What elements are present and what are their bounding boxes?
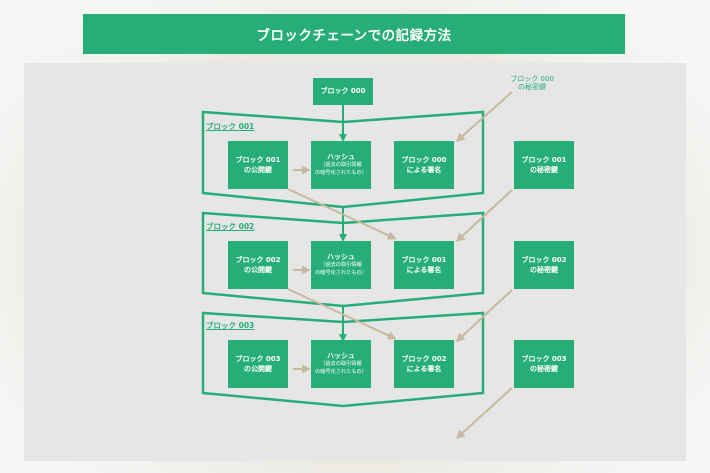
block-002-public-key: ブロック 002 の公開鍵 xyxy=(228,241,288,289)
pub-to-sig-arrow-2 xyxy=(287,288,397,340)
block-001-hash: ハッシュ （過去の取引情報 の暗号化されたもの） xyxy=(311,141,371,189)
pub-to-sig-arrow-1 xyxy=(287,188,397,240)
block-001-public-key: ブロック 001 の公開鍵 xyxy=(228,141,288,189)
block-002-hash: ハッシュ （過去の取引情報 の暗号化されたもの） xyxy=(311,241,371,289)
block-002-signature: ブロック 001 による署名 xyxy=(394,241,454,289)
block-003-signature: ブロック 002 による署名 xyxy=(394,340,454,388)
block-003-hash: ハッシュ （過去の取引情報 の暗号化されたもの） xyxy=(311,340,371,388)
block-003-public-key: ブロック 003 の公開鍵 xyxy=(228,340,288,388)
block-003-secret-key: ブロック 003 の秘密鍵 xyxy=(514,340,574,388)
block-001-label: ブロック 001 xyxy=(206,122,255,131)
secret-to-sig-arrow-0 xyxy=(455,91,513,142)
block-002-label: ブロック 002 xyxy=(206,222,255,231)
block-003-label: ブロック 003 xyxy=(206,321,255,330)
block-002-secret-key: ブロック 002 の秘密鍵 xyxy=(514,241,574,289)
genesis-secret-note: ブロック 000 の秘密鍵 xyxy=(510,75,554,92)
block-001-signature: ブロック 000 による署名 xyxy=(394,141,454,189)
block-001-secret-key: ブロック 001 の秘密鍵 xyxy=(514,141,574,189)
block-000-box: ブロック 000 xyxy=(313,78,373,105)
page-title: ブロックチェーンでの記録方法 xyxy=(83,14,625,54)
secret-to-sig-arrow-2 xyxy=(455,289,513,343)
secret-to-sig-arrow-3 xyxy=(455,387,513,440)
block-000-label: ブロック 000 xyxy=(320,87,366,96)
secret-to-sig-arrow-1 xyxy=(455,189,513,243)
